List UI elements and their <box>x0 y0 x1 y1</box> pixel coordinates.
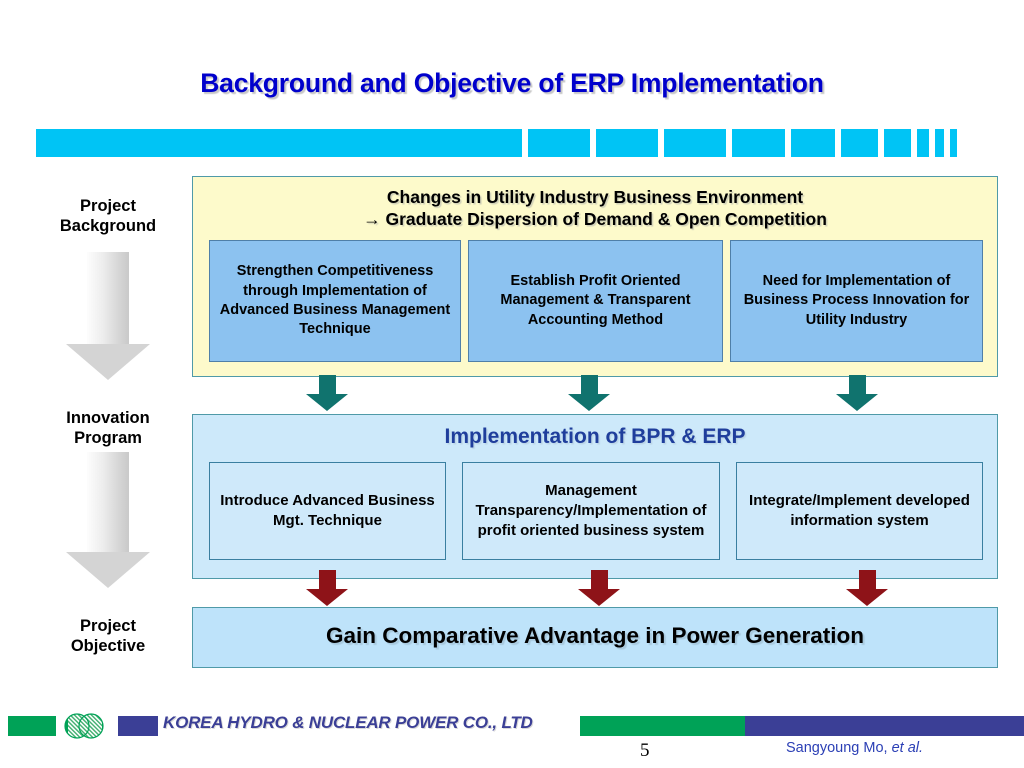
author-credit: Sangyoung Mo, et al. <box>786 740 923 756</box>
gray-down-arrow-icon <box>66 452 150 588</box>
panel-heading-line: Changes in Utility Industry Business Env… <box>386 187 804 207</box>
accent-bar-segment <box>36 129 522 157</box>
khnp-logo-icon <box>62 712 106 740</box>
row-label-project-objective: Project Objective <box>28 616 188 656</box>
accent-bar-segment <box>917 129 929 157</box>
row-label-line: Project <box>80 197 136 215</box>
arrow-shaft <box>858 570 876 589</box>
panel-project-background: Changes in Utility Industry Business Env… <box>192 176 998 377</box>
arrow-shaft <box>590 570 608 589</box>
footer-blue-chip <box>118 716 158 736</box>
row-label-line: Objective <box>70 637 146 656</box>
arrow-shaft <box>87 452 129 552</box>
row-label-line: Program <box>74 429 142 448</box>
author-name: Sangyoung Mo, <box>786 740 888 756</box>
teal-down-arrow-icon <box>568 375 610 411</box>
red-down-arrow-icon <box>578 570 620 606</box>
accent-bar-segment <box>884 129 911 157</box>
objective-heading: Gain Comparative Advantage in Power Gene… <box>325 623 865 648</box>
panel-heading-line: → Graduate Dispersion of Demand & Open C… <box>363 209 827 230</box>
arrow-head <box>836 394 878 411</box>
accent-bar-segment <box>732 129 785 157</box>
arrow-head <box>568 394 610 411</box>
accent-bar-segment <box>841 129 878 157</box>
author-etal: et al. <box>891 740 924 756</box>
row-label-project-background: Project Background <box>28 196 188 236</box>
footer-company-name: KOREA HYDRO & NUCLEAR POWER CO., LTD <box>163 713 533 732</box>
teal-down-arrow-icon <box>306 375 348 411</box>
page-number: 5 <box>640 740 650 761</box>
arrow-head <box>306 394 348 411</box>
arrow-head <box>66 552 150 588</box>
page-title: Background and Objective of ERP Implemen… <box>200 68 824 98</box>
innovation-subbox-row: Introduce Advanced Business Mgt. Techniq… <box>209 462 983 560</box>
accent-bar-segment <box>528 129 590 157</box>
panel-project-objective: Gain Comparative Advantage in Power Gene… <box>192 607 998 668</box>
background-subbox-row: Strengthen Competitiveness through Imple… <box>209 240 983 362</box>
arrow-head <box>66 344 150 380</box>
arrow-shaft <box>848 375 866 394</box>
row-label-line: Background <box>59 217 157 236</box>
red-down-arrow-icon <box>846 570 888 606</box>
row-label-line: Project <box>80 617 136 635</box>
subbox-management-transparency[interactable]: Management Transparency/Implementation o… <box>462 462 720 560</box>
teal-down-arrow-icon <box>836 375 878 411</box>
panel-innovation-heading: Implementation of BPR & ERP <box>444 425 746 448</box>
arrow-head <box>578 589 620 606</box>
footer-green-bar-middle <box>580 716 745 736</box>
arrow-head <box>846 589 888 606</box>
accent-bar-segment <box>791 129 835 157</box>
subbox-business-process-innovation[interactable]: Need for Implementation of Business Proc… <box>730 240 983 362</box>
accent-bar-segment <box>596 129 658 157</box>
row-label-innovation-program: Innovation Program <box>28 408 188 448</box>
footer-green-bar-left <box>8 716 56 736</box>
accent-bar-segment <box>950 129 957 157</box>
subbox-introduce-advanced-business-mgt[interactable]: Introduce Advanced Business Mgt. Techniq… <box>209 462 446 560</box>
footer-blue-bar-right <box>745 716 1024 736</box>
subbox-profit-oriented-management[interactable]: Establish Profit Oriented Management & T… <box>468 240 723 362</box>
arrow-shaft <box>87 252 129 344</box>
subbox-strengthen-competitiveness[interactable]: Strengthen Competitiveness through Imple… <box>209 240 461 362</box>
gray-down-arrow-icon <box>66 252 150 380</box>
panel-innovation-program: Implementation of BPR & ERP Introduce Ad… <box>192 414 998 579</box>
row-label-line: Innovation <box>66 409 150 427</box>
accent-bar-segment <box>935 129 944 157</box>
arrow-head <box>306 589 348 606</box>
subbox-integrate-implement-information-system[interactable]: Integrate/Implement developed informatio… <box>736 462 983 560</box>
segmented-accent-bar <box>36 129 968 157</box>
panel-background-heading: Changes in Utility Industry Business Env… <box>193 186 997 231</box>
arrow-shaft <box>318 570 336 589</box>
accent-bar-segment <box>664 129 726 157</box>
arrow-shaft <box>318 375 336 394</box>
red-down-arrow-icon <box>306 570 348 606</box>
arrow-shaft <box>580 375 598 394</box>
